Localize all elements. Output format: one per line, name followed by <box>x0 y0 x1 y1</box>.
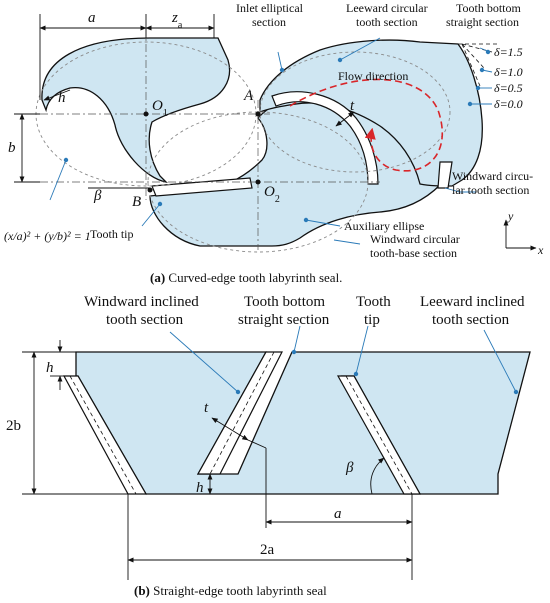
label-delta-2: δ=1.0 <box>494 65 523 79</box>
label-windward-circ-1: Windward circu- <box>452 169 533 183</box>
dim-h <box>43 89 71 101</box>
delta-line-3 <box>461 43 481 87</box>
leader-tooth-tip <box>141 203 161 227</box>
dim-beta-b <box>370 457 385 495</box>
upper-left-chamber <box>41 37 231 184</box>
label-equation: (x/a)² + (y/b)² = 1 <box>4 229 91 243</box>
label-tooth-tip-b-2: tip <box>364 312 380 328</box>
label-inlet-2: section <box>252 15 286 29</box>
label-o1: O1 <box>152 98 168 119</box>
leader-inlet <box>277 51 283 71</box>
delta-dot-1 <box>485 49 491 55</box>
label-a-b: a <box>334 506 342 522</box>
leader-leeward-inclined <box>483 329 517 393</box>
label-inlet-1: Inlet elliptical <box>236 1 304 15</box>
label-beta-b: β <box>345 460 354 476</box>
label-bottom-1: Tooth bottom <box>456 1 521 15</box>
label-tooth-tip-a: Tooth tip <box>90 227 134 241</box>
label-t-b: t <box>204 400 209 416</box>
point-a <box>255 111 261 117</box>
tooth-centerline-3 <box>69 375 137 495</box>
label-2a: 2a <box>260 542 275 558</box>
label-windward-inclined-1: Windward inclined <box>84 294 199 310</box>
leader-windward-inclined-dot <box>235 389 241 395</box>
label-bottom-b-2: straight section <box>238 312 330 328</box>
point-b <box>147 187 153 193</box>
dim-t <box>335 111 355 127</box>
leader-windward-base <box>333 239 361 245</box>
label-h: h <box>58 90 66 106</box>
label-aux: Auxiliary ellipse <box>344 219 424 233</box>
label-windward-base-2: tooth-base section <box>370 246 457 260</box>
label-bottom-2: straight section <box>446 15 519 29</box>
label-t: t <box>350 98 355 114</box>
point-o2 <box>255 179 261 185</box>
windward-tooth-strip <box>151 177 253 197</box>
leader-equation-dot <box>63 157 69 163</box>
label-axis-y: y <box>507 209 514 223</box>
leader-windward-circ <box>444 187 476 193</box>
label-za: za <box>171 10 183 31</box>
label-axis-x: x <box>537 243 544 257</box>
label-leeward-2: tooth section <box>356 15 418 29</box>
panel-b: Windward inclined tooth section Tooth bo… <box>6 294 531 598</box>
leader-bottom-b <box>293 325 301 353</box>
leader-tooth-tip-dot <box>157 201 163 207</box>
label-bottom-b-1: Tooth bottom <box>244 294 325 310</box>
caption-a: (a) Curved-edge tooth labyrinth seal. <box>150 270 342 285</box>
leader-leeward-dot <box>337 57 343 63</box>
label-point-a: A <box>243 88 254 104</box>
tooth-centerline-1 <box>209 351 275 475</box>
leader-inlet-dot <box>279 67 285 73</box>
label-h-bottom: h <box>196 480 204 496</box>
ellipse-right <box>259 51 451 173</box>
label-beta: β <box>93 188 102 204</box>
label-leeward-inclined-1: Leeward inclined <box>420 294 525 310</box>
leader-tooth-tip-b-dot <box>353 371 359 377</box>
windward-tooth-tip <box>437 161 453 189</box>
label-point-b: B <box>132 194 141 210</box>
leader-equation <box>49 159 67 201</box>
label-windward-circ-2: lar tooth section <box>452 183 529 197</box>
label-a: a <box>88 10 96 26</box>
leader-windward-inclined <box>169 331 239 393</box>
label-flow: Flow direction <box>338 69 408 83</box>
label-2b: 2b <box>6 418 21 434</box>
label-windward-inclined-2: tooth section <box>106 312 184 328</box>
leader-aux-dot <box>303 217 309 223</box>
leader-bottom-b-dot <box>291 349 297 355</box>
label-h-top: h <box>46 360 54 376</box>
panel-a: a za h b β O1 O2 A B t Inlet elliptical … <box>4 1 544 285</box>
leader-leeward <box>339 37 381 61</box>
tooth-centerline-2 <box>345 375 413 495</box>
flow-direction-arrow <box>289 78 444 172</box>
caption-b: (b) Straight-edge tooth labyrinth seal <box>134 583 327 598</box>
label-leeward-1: Leeward circular <box>346 1 428 15</box>
dim-t-b-ext <box>247 439 267 449</box>
label-tooth-tip-b-1: Tooth <box>356 294 391 310</box>
leeward-inclined-tooth <box>336 375 422 495</box>
label-delta-4: δ=0.0 <box>494 97 523 111</box>
label-o2: O2 <box>264 184 280 205</box>
delta-line-2 <box>461 43 485 69</box>
straight-seal-fluid <box>75 351 531 495</box>
leader-tooth-tip-b <box>355 325 369 375</box>
leader-delta-2 <box>481 69 493 73</box>
label-b: b <box>8 140 16 156</box>
point-o1 <box>143 111 149 117</box>
label-delta-1: δ=1.5 <box>494 45 523 59</box>
leader-aux <box>305 219 341 227</box>
label-windward-base-1: Windward circular <box>370 232 460 246</box>
label-leeward-inclined-2: tooth section <box>432 312 510 328</box>
dim-t-b <box>211 417 249 441</box>
label-delta-3: δ=0.5 <box>494 81 523 95</box>
leader-leeward-inclined-dot <box>513 389 519 395</box>
delta-line-1 <box>461 43 493 53</box>
